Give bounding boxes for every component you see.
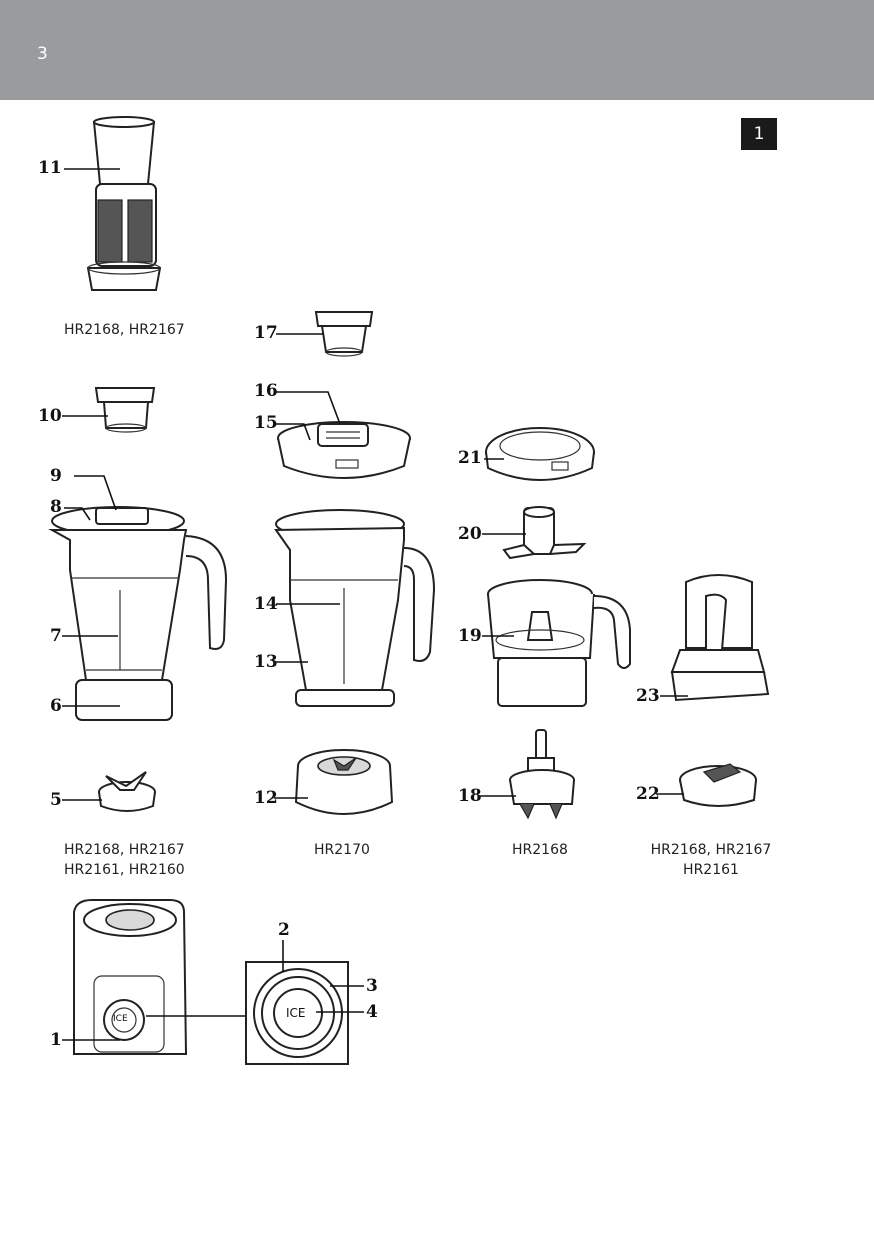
label-23: 23: [636, 686, 660, 706]
label-10: 10: [38, 406, 62, 426]
page-number: 3: [37, 44, 48, 64]
filter-part: [86, 116, 162, 291]
label-20: 20: [458, 524, 482, 544]
mill-blade-22: [679, 763, 757, 807]
page-header: 3: [0, 0, 874, 100]
label-17: 17: [254, 323, 278, 343]
label-3: 3: [366, 976, 378, 996]
blender-jar-b: [274, 509, 436, 707]
detail-dial-text: ICE: [286, 1006, 306, 1020]
label-12: 12: [254, 788, 278, 808]
label-13: 13: [254, 652, 278, 672]
chopper-bowl-19: [487, 579, 631, 707]
caption-chopper: HR2168: [512, 842, 568, 858]
motor-dial-text: ICE: [113, 1014, 128, 1024]
label-14: 14: [254, 594, 278, 614]
mill-23: [670, 574, 770, 702]
label-19: 19: [458, 626, 482, 646]
blender-jar-a: [48, 506, 228, 721]
drive-unit-18: [509, 729, 575, 820]
label-7: 7: [50, 626, 62, 646]
control-dial-detail: [245, 961, 349, 1065]
label-21: 21: [458, 448, 482, 468]
chopping-blade-20: [502, 506, 587, 560]
label-9: 9: [50, 466, 62, 486]
label-22: 22: [636, 784, 660, 804]
label-8: 8: [50, 497, 62, 517]
measuring-cap-17: [314, 311, 374, 357]
motor-unit-1: [73, 899, 188, 1055]
label-4: 4: [366, 1002, 378, 1022]
caption-blender-b: HR2170: [314, 842, 370, 858]
figure-badge: 1: [741, 118, 777, 150]
label-18: 18: [458, 786, 482, 806]
lid-15-16: [277, 421, 411, 479]
blade-unit-12: [294, 749, 394, 815]
label-6: 6: [50, 696, 62, 716]
label-16: 16: [254, 381, 278, 401]
caption-filter: HR2168, HR2167: [64, 322, 185, 338]
label-2: 2: [278, 920, 290, 940]
label-5: 5: [50, 790, 62, 810]
blade-unit-5: [98, 771, 156, 812]
chopper-lid-21: [485, 427, 595, 481]
measuring-cap-10: [94, 387, 156, 433]
label-11: 11: [38, 158, 62, 178]
label-15: 15: [254, 413, 278, 433]
label-1: 1: [50, 1030, 62, 1050]
